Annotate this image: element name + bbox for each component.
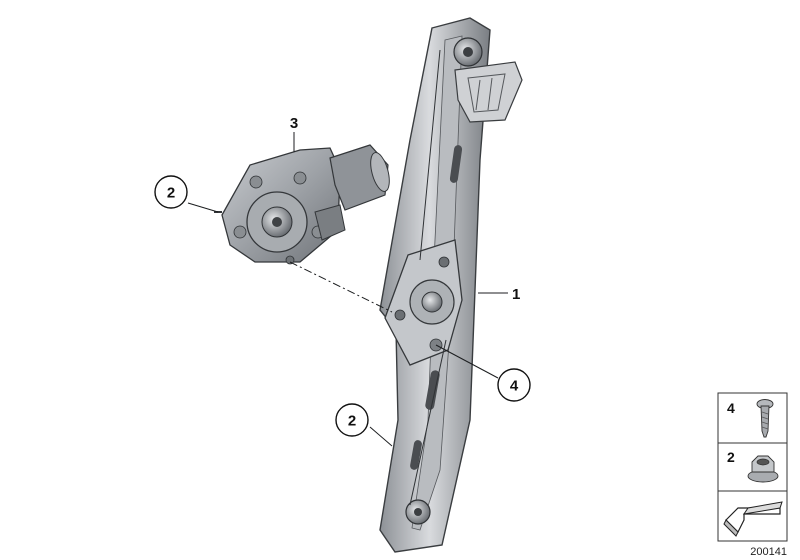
assembly-line	[289, 261, 393, 313]
callout-2-bottom-label: 2	[348, 413, 356, 430]
callout-1: 1	[512, 286, 520, 303]
legend-item-screw: 4	[727, 399, 774, 438]
leader-line-4	[435, 344, 499, 379]
parts-legend: 4 2	[717, 392, 788, 542]
leader-line-2-bottom	[369, 426, 393, 447]
callout-3: 3	[290, 115, 298, 132]
torx-screw-icon	[756, 399, 774, 438]
callout-2-top: 2	[154, 175, 188, 209]
leader-line-2-top	[187, 202, 219, 213]
legend-number-nut: 2	[727, 449, 735, 465]
callout-2-top-label: 2	[167, 185, 175, 202]
callout-4: 4	[497, 368, 531, 402]
flange-nut-icon	[747, 455, 779, 483]
legend-number-screw: 4	[727, 400, 735, 416]
diagram-reference-number: 200141	[750, 546, 787, 558]
callout-2-bottom: 2	[335, 403, 369, 437]
window-regulator-rail	[379, 17, 523, 553]
arrow-reference-icon	[723, 501, 783, 537]
window-regulator-motor	[214, 144, 390, 265]
callout-4-label: 4	[510, 378, 519, 395]
legend-item-nut: 2	[727, 449, 779, 483]
